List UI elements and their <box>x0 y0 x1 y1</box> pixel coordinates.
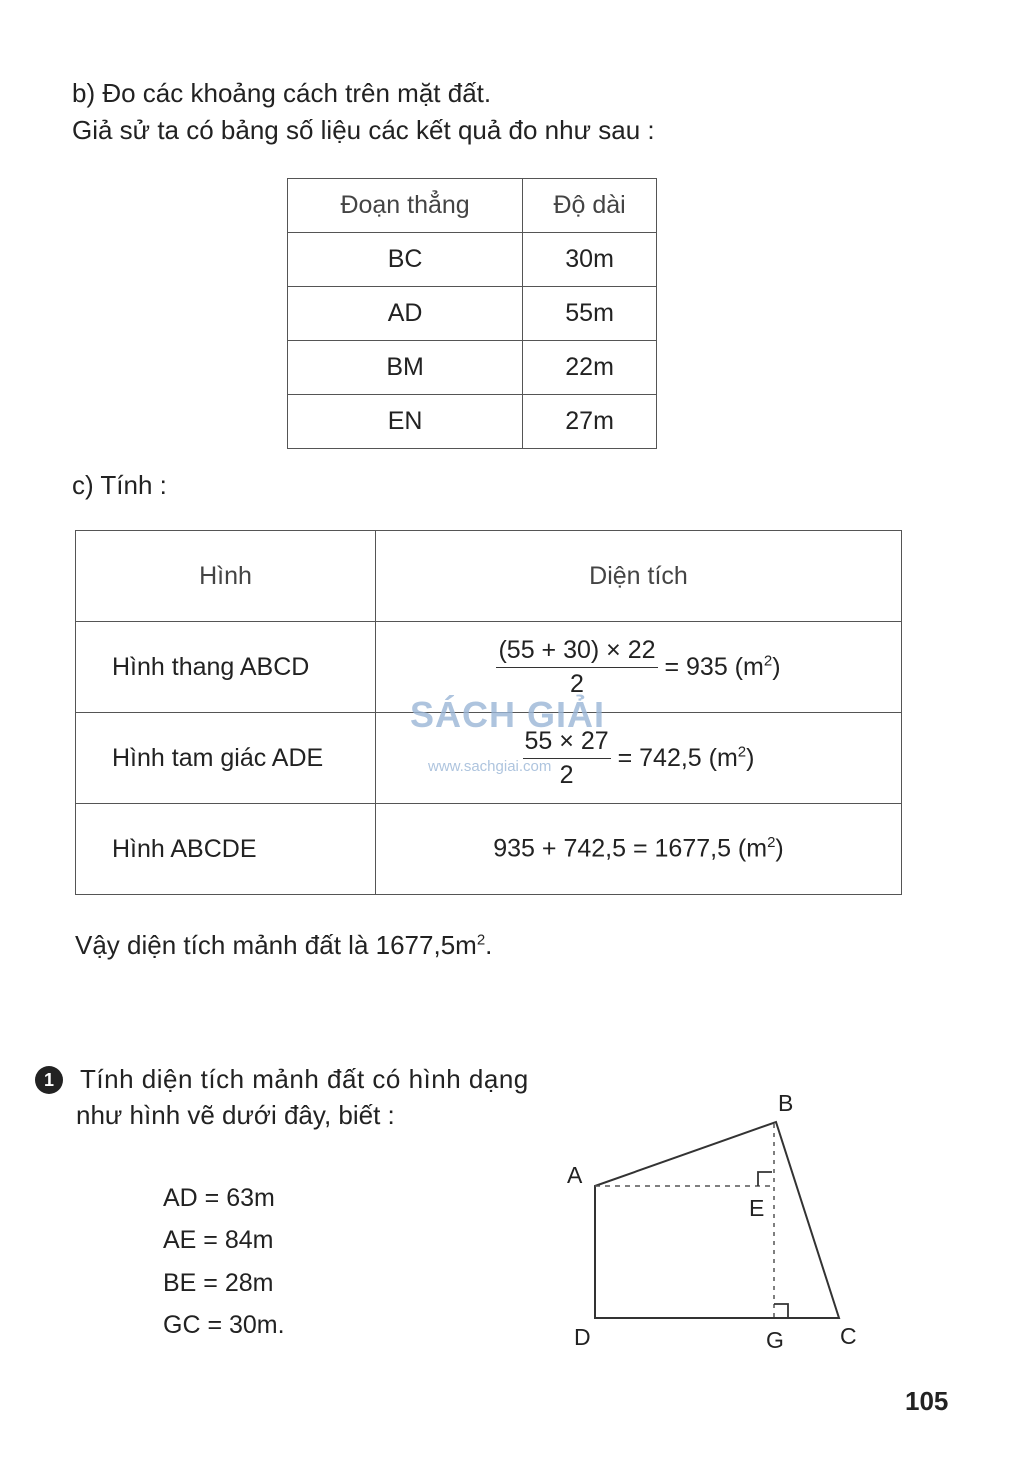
table-header-row: Hình Diện tích <box>75 530 902 622</box>
shape-cell: Hình thang ABCD <box>75 621 376 713</box>
length-cell: 30m <box>522 232 657 287</box>
table-row: EN 27m <box>286 394 657 449</box>
length-cell: 27m <box>522 394 657 449</box>
area-cell: 55 × 27 2 = 742,5 (m2) <box>375 712 902 804</box>
table-row: BM 22m <box>286 340 657 395</box>
table-row: Hình thang ABCD (55 + 30) × 22 2 = 935 (… <box>75 621 902 713</box>
conclusion-text: Vậy diện tích mảnh đất là 1677,5m <box>75 930 477 960</box>
right-angle-e <box>757 1171 772 1186</box>
label-g: G <box>766 1327 784 1353</box>
segment-cell: EN <box>286 394 524 449</box>
fraction-denominator: 2 <box>559 760 574 789</box>
segment-cell: AD <box>286 286 524 341</box>
shape-cell: Hình ABCDE <box>75 803 376 895</box>
label-e: E <box>749 1195 764 1221</box>
area-cell: (55 + 30) × 22 2 = 935 (m2) <box>375 621 902 713</box>
given-gc: GC = 30m. <box>163 1311 285 1339</box>
table-row: BC 30m <box>286 232 657 287</box>
area-result: = 935 (m2) <box>664 652 781 681</box>
label-a: A <box>567 1162 583 1188</box>
given-ad: AD = 63m <box>163 1184 275 1212</box>
length-cell: 55m <box>522 286 657 341</box>
area-expression: 935 + 742,5 = 1677,5 (m <box>493 834 768 863</box>
page-number: 105 <box>905 1386 949 1416</box>
header-shape: Hình <box>75 530 376 622</box>
exercise-line1: Tính diện tích mảnh đất có hình dạng <box>80 1064 529 1094</box>
area-result: = 742,5 (m2) <box>617 743 755 772</box>
conclusion-tail: . <box>485 930 493 960</box>
conclusion: Vậy diện tích mảnh đất là 1677,5m2. <box>75 930 492 961</box>
part-b-line1: b) Đo các khoảng cách trên mặt đất. <box>72 78 492 108</box>
area-table: Hình Diện tích Hình thang ABCD (55 + 30)… <box>75 530 902 895</box>
given-be: BE = 28m <box>163 1269 274 1297</box>
given-ae: AE = 84m <box>163 1226 274 1254</box>
expression-close: ) <box>775 834 784 863</box>
label-d: D <box>574 1324 591 1350</box>
exercise-number-icon: 1 <box>35 1066 63 1094</box>
result-text: = 935 (m <box>664 652 764 681</box>
fraction-numerator: (55 + 30) × 22 <box>496 636 658 668</box>
segment-cell: BM <box>286 340 524 395</box>
part-b-line2: Giả sử ta có bảng số liệu các kết quả đo… <box>72 115 655 145</box>
table-row: Hình ABCDE 935 + 742,5 = 1677,5 (m2) <box>75 803 902 895</box>
header-segment: Đoạn thẳng <box>286 178 524 233</box>
measurement-table: Đoạn thẳng Độ dài BC 30m AD 55m BM 22m E… <box>286 178 657 449</box>
header-area: Diện tích <box>375 530 902 622</box>
table-row: AD 55m <box>286 286 657 341</box>
exponent: 2 <box>476 931 486 949</box>
table-header-row: Đoạn thẳng Độ dài <box>286 178 657 233</box>
fraction-denominator: 2 <box>570 669 584 698</box>
table-row: Hình tam giác ADE 55 × 27 2 = 742,5 (m2) <box>75 712 902 804</box>
header-length: Độ dài <box>522 178 657 233</box>
result-text: = 742,5 (m <box>617 743 738 772</box>
result-close: ) <box>746 743 755 772</box>
label-c: C <box>840 1323 857 1349</box>
right-angle-g <box>774 1303 789 1318</box>
result-close: ) <box>772 652 781 681</box>
exponent: 2 <box>763 652 773 670</box>
land-outline <box>594 1120 841 1319</box>
exponent: 2 <box>767 834 776 852</box>
shape-cell: Hình tam giác ADE <box>75 712 376 804</box>
exercise-line2: như hình vẽ dưới đây, biết : <box>76 1100 395 1130</box>
segment-cell: BC <box>286 232 524 287</box>
part-c-label: c) Tính : <box>72 470 167 500</box>
fraction-numerator: 55 × 27 <box>522 727 611 759</box>
area-cell: 935 + 742,5 = 1677,5 (m2) <box>375 803 902 895</box>
length-cell: 22m <box>522 340 657 395</box>
fraction: (55 + 30) × 22 2 <box>496 636 658 699</box>
exponent: 2 <box>737 743 747 761</box>
land-figure: B A E D G C <box>567 1090 857 1353</box>
label-b: B <box>778 1090 793 1116</box>
fraction: 55 × 27 2 <box>522 727 611 790</box>
